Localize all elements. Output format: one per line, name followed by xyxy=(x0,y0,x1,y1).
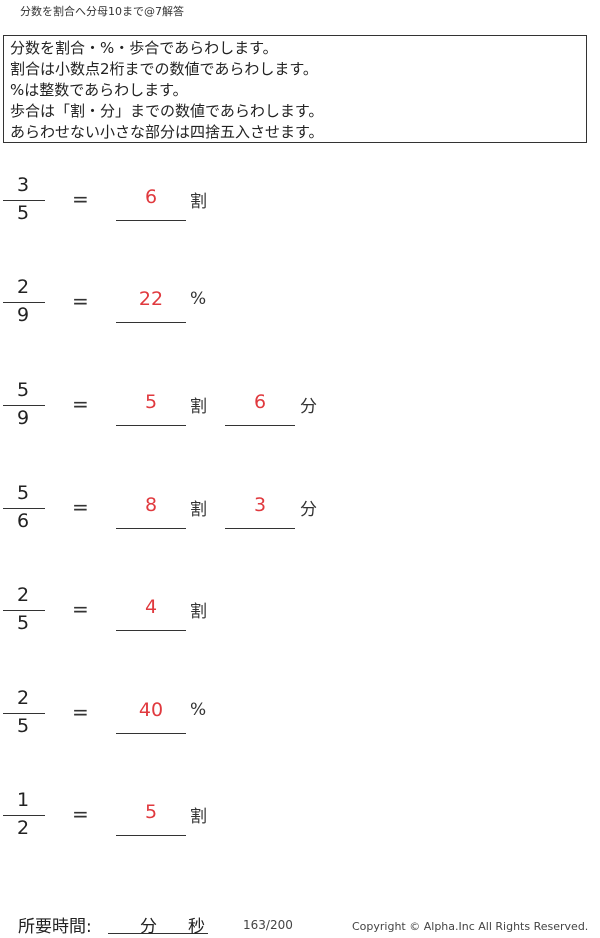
answer-underline xyxy=(116,733,186,734)
problem-1: 3 5 = 6 割 xyxy=(0,174,600,246)
answer-underline xyxy=(116,425,186,426)
answer-underline xyxy=(116,630,186,631)
time-taken-field: 所要時間: 分 秒 xyxy=(18,912,208,937)
problem-2: 2 9 = 22 % xyxy=(0,276,600,348)
numerator: 1 xyxy=(16,789,30,811)
answer-blank-1[interactable]: 22 xyxy=(116,278,186,324)
answer-value: 5 xyxy=(144,391,158,413)
unit-label: 割 xyxy=(190,192,207,212)
answer-underline xyxy=(225,528,295,529)
copyright-notice: Copyright © Alpha.Inc All Rights Reserve… xyxy=(352,920,589,933)
page-title: 分数を割合へ分母10まで@7解答 xyxy=(20,5,184,18)
answer-underline xyxy=(116,322,186,323)
unit-label: % xyxy=(190,700,207,720)
answer-underline xyxy=(225,425,295,426)
unit-label: 割 xyxy=(190,602,207,622)
problem-6: 2 5 = 40 % xyxy=(0,687,600,759)
answer-value: 6 xyxy=(144,186,158,208)
fraction-bar xyxy=(3,302,45,303)
answer-value: 5 xyxy=(144,801,158,823)
instruction-line: 分数を割合・%・歩合であらわします。 xyxy=(10,39,278,57)
unit-label: 割 xyxy=(190,807,207,827)
answer-blank-1[interactable]: 40 xyxy=(116,689,186,735)
answer-blank-2[interactable]: 6 xyxy=(225,381,295,427)
unit-label: 割 xyxy=(190,500,207,520)
time-taken-label: 所要時間: xyxy=(18,917,92,937)
denominator: 9 xyxy=(16,407,30,429)
equals-sign: = xyxy=(72,187,89,211)
denominator: 5 xyxy=(16,715,30,737)
equals-sign: = xyxy=(72,700,89,724)
unit-label: % xyxy=(190,289,207,309)
unit-label: 分 xyxy=(300,397,317,417)
fraction-bar xyxy=(3,610,45,611)
equals-sign: = xyxy=(72,802,89,826)
numerator: 5 xyxy=(16,379,30,401)
seconds-label: 秒 xyxy=(188,917,205,937)
answer-blank-1[interactable]: 4 xyxy=(116,586,186,632)
answer-underline xyxy=(116,528,186,529)
minutes-label: 分 xyxy=(140,917,157,937)
instruction-line: 割合は小数点2桁までの数値であらわします。 xyxy=(10,60,318,78)
unit-label: 分 xyxy=(300,500,317,520)
fraction-bar xyxy=(3,508,45,509)
answer-blank-1[interactable]: 6 xyxy=(116,176,186,222)
answer-value: 40 xyxy=(138,699,164,721)
fraction-bar xyxy=(3,815,45,816)
unit-label: 割 xyxy=(190,397,207,417)
denominator: 5 xyxy=(16,612,30,634)
problem-7: 1 2 = 5 割 xyxy=(0,789,600,861)
fraction-bar xyxy=(3,200,45,201)
equals-sign: = xyxy=(72,289,89,313)
fraction-bar xyxy=(3,713,45,714)
problem-4: 5 6 = 8 割 3 分 xyxy=(0,482,600,554)
equals-sign: = xyxy=(72,392,89,416)
denominator: 9 xyxy=(16,304,30,326)
instruction-line: %は整数であらわします。 xyxy=(10,81,188,99)
answer-value: 4 xyxy=(144,596,158,618)
answer-value: 3 xyxy=(253,494,267,516)
numerator: 2 xyxy=(16,276,30,298)
numerator: 2 xyxy=(16,687,30,709)
equals-sign: = xyxy=(72,495,89,519)
answer-blank-1[interactable]: 8 xyxy=(116,484,186,530)
answer-underline xyxy=(116,835,186,836)
denominator: 6 xyxy=(16,510,30,532)
answer-blank-1[interactable]: 5 xyxy=(116,791,186,837)
numerator: 2 xyxy=(16,584,30,606)
answer-underline xyxy=(116,220,186,221)
problem-3: 5 9 = 5 割 6 分 xyxy=(0,379,600,451)
equals-sign: = xyxy=(72,597,89,621)
numerator: 5 xyxy=(16,482,30,504)
answer-value: 8 xyxy=(144,494,158,516)
instructions-box: 分数を割合・%・歩合であらわします。 割合は小数点2桁までの数値であらわします。… xyxy=(3,35,587,143)
instruction-line: あらわせない小さな部分は四捨五入させます。 xyxy=(10,123,324,141)
page-number: 163/200 xyxy=(243,918,293,932)
answer-value: 22 xyxy=(138,288,164,310)
denominator: 2 xyxy=(16,817,30,839)
time-taken-underline xyxy=(108,933,208,934)
numerator: 3 xyxy=(16,174,30,196)
instruction-line: 歩合は「割・分」までの数値であらわします。 xyxy=(10,102,324,120)
problem-5: 2 5 = 4 割 xyxy=(0,584,600,656)
fraction-bar xyxy=(3,405,45,406)
answer-value: 6 xyxy=(253,391,267,413)
denominator: 5 xyxy=(16,202,30,224)
answer-blank-2[interactable]: 3 xyxy=(225,484,295,530)
answer-blank-1[interactable]: 5 xyxy=(116,381,186,427)
